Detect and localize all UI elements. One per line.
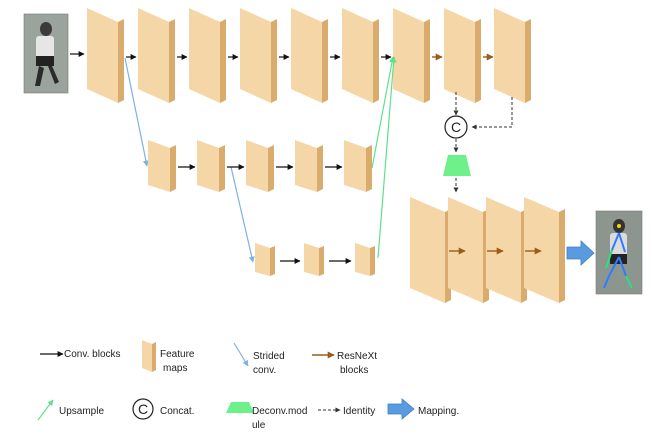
feature-block-row2-3 — [246, 140, 274, 192]
large-feature-block-2 — [448, 197, 489, 303]
legend-feature-icon — [142, 340, 156, 372]
feature-block-row1-5 — [291, 8, 328, 103]
large-feature-block-1 — [410, 197, 451, 303]
legend-strided-arrow — [233, 342, 249, 367]
feature-block-row2-5 — [344, 140, 372, 192]
legend-deconv-label-2: ule — [252, 420, 266, 431]
legend-conv-label: Conv. blocks — [64, 349, 121, 360]
legend-resnext-label-1: ResNeXt — [337, 351, 377, 362]
legend-upsample-label: Upsample — [59, 406, 104, 417]
feature-block-row1-7 — [393, 8, 430, 103]
strided-conv-arrow — [124, 57, 149, 167]
legend-deconv-label-1: Deconv.mod — [252, 406, 307, 417]
output-pose-image — [595, 210, 643, 295]
identity-arrow — [471, 97, 513, 130]
legend-deconv-icon — [226, 402, 254, 413]
feature-block-row3-3 — [355, 243, 375, 276]
feature-block-row1-9 — [494, 8, 531, 103]
feature-block-row2-4 — [295, 140, 323, 192]
feature-block-row3-2 — [304, 243, 324, 276]
feature-block-row1-8 — [444, 8, 481, 103]
legend-strided-label-2: conv. — [253, 365, 276, 376]
large-feature-block-4 — [524, 197, 565, 303]
large-feature-block-3 — [486, 197, 527, 303]
feature-block-row1-2 — [138, 8, 175, 103]
legend-mapping-arrow — [387, 398, 415, 420]
legend-concat-symbol: C — [138, 401, 148, 417]
strided-conv-arrow — [230, 166, 255, 263]
legend-concat-label: Concat. — [160, 406, 194, 417]
legend-feature-label-1: Feature — [160, 349, 195, 360]
feature-block-row1-6 — [342, 8, 379, 103]
legend-strided-label-1: Strided — [253, 351, 285, 362]
deconv-module — [443, 155, 471, 176]
legend-upsample-arrow — [37, 399, 54, 421]
legend-resnext-label-2: blocks — [340, 365, 368, 376]
legend-identity-label: Identity — [343, 406, 375, 417]
mapping-arrow — [566, 240, 595, 266]
upsample-arrow — [377, 56, 397, 259]
feature-block-row1-1 — [87, 8, 124, 103]
concat-node: C — [444, 115, 468, 139]
legend-mapping-label: Mapping. — [418, 406, 459, 417]
upsample-arrow — [371, 56, 395, 169]
input-person-image — [23, 13, 69, 94]
legend-concat-icon — [132, 398, 154, 420]
legend-feature-label-2: maps — [163, 363, 187, 374]
feature-block-row2-1 — [148, 140, 176, 192]
feature-block-row1-3 — [189, 8, 226, 103]
feature-block-row2-2 — [197, 140, 225, 192]
legend: Conv. blocks Feature maps Strided conv. … — [37, 340, 459, 431]
feature-block-row1-4 — [240, 8, 277, 103]
feature-block-row3-1 — [255, 243, 275, 276]
concat-symbol: C — [451, 119, 461, 135]
